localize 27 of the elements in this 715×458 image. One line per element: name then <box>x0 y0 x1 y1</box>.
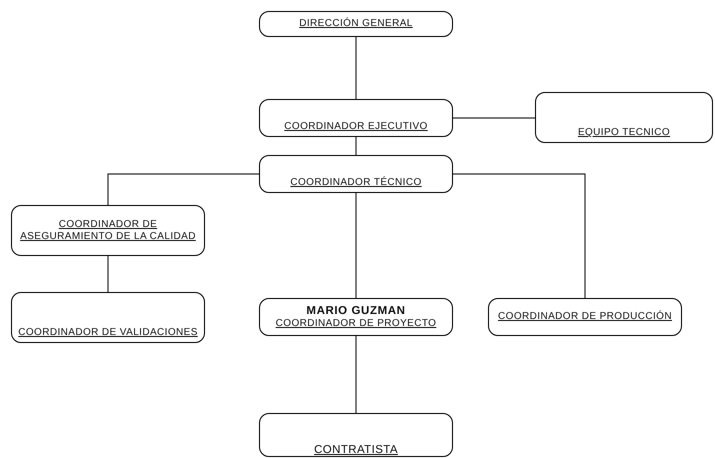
org-box <box>11 292 205 343</box>
connector-line <box>107 256 109 292</box>
person-name: MARIO GUZMAN <box>306 304 406 318</box>
connector-line <box>453 173 586 298</box>
connector-line <box>355 193 357 298</box>
role-title: EQUIPO TECNICO <box>578 127 670 139</box>
connector-line <box>453 117 535 119</box>
org-box <box>259 413 453 457</box>
role-title: COORDINADOR TÉCNICO <box>290 177 422 189</box>
connector-line <box>107 173 259 205</box>
org-box <box>259 298 453 336</box>
role-title: COORDINADOR DE PROYECTO <box>276 318 436 330</box>
org-box <box>11 205 205 256</box>
org-box <box>535 92 713 143</box>
org-box <box>488 298 682 336</box>
connector-line <box>355 37 357 99</box>
role-title: CONTRATISTA <box>314 444 398 456</box>
role-title: COORDINADOR DE ASEGURAMIENTO DE LA CALIDAD <box>19 218 197 242</box>
role-title: COORDINADOR EJECUTIVO <box>284 121 428 133</box>
role-title: COORDINADOR DE VALIDACIONES <box>18 327 198 339</box>
connector-line <box>355 336 357 413</box>
org-box <box>259 99 453 137</box>
connector-line <box>355 137 357 155</box>
org-box <box>259 155 453 193</box>
role-title: DIRECCIÓN GENERAL <box>299 18 413 30</box>
role-title: COORDINADOR DE PRODUCCIÓN <box>498 311 672 323</box>
org-box <box>259 11 453 37</box>
